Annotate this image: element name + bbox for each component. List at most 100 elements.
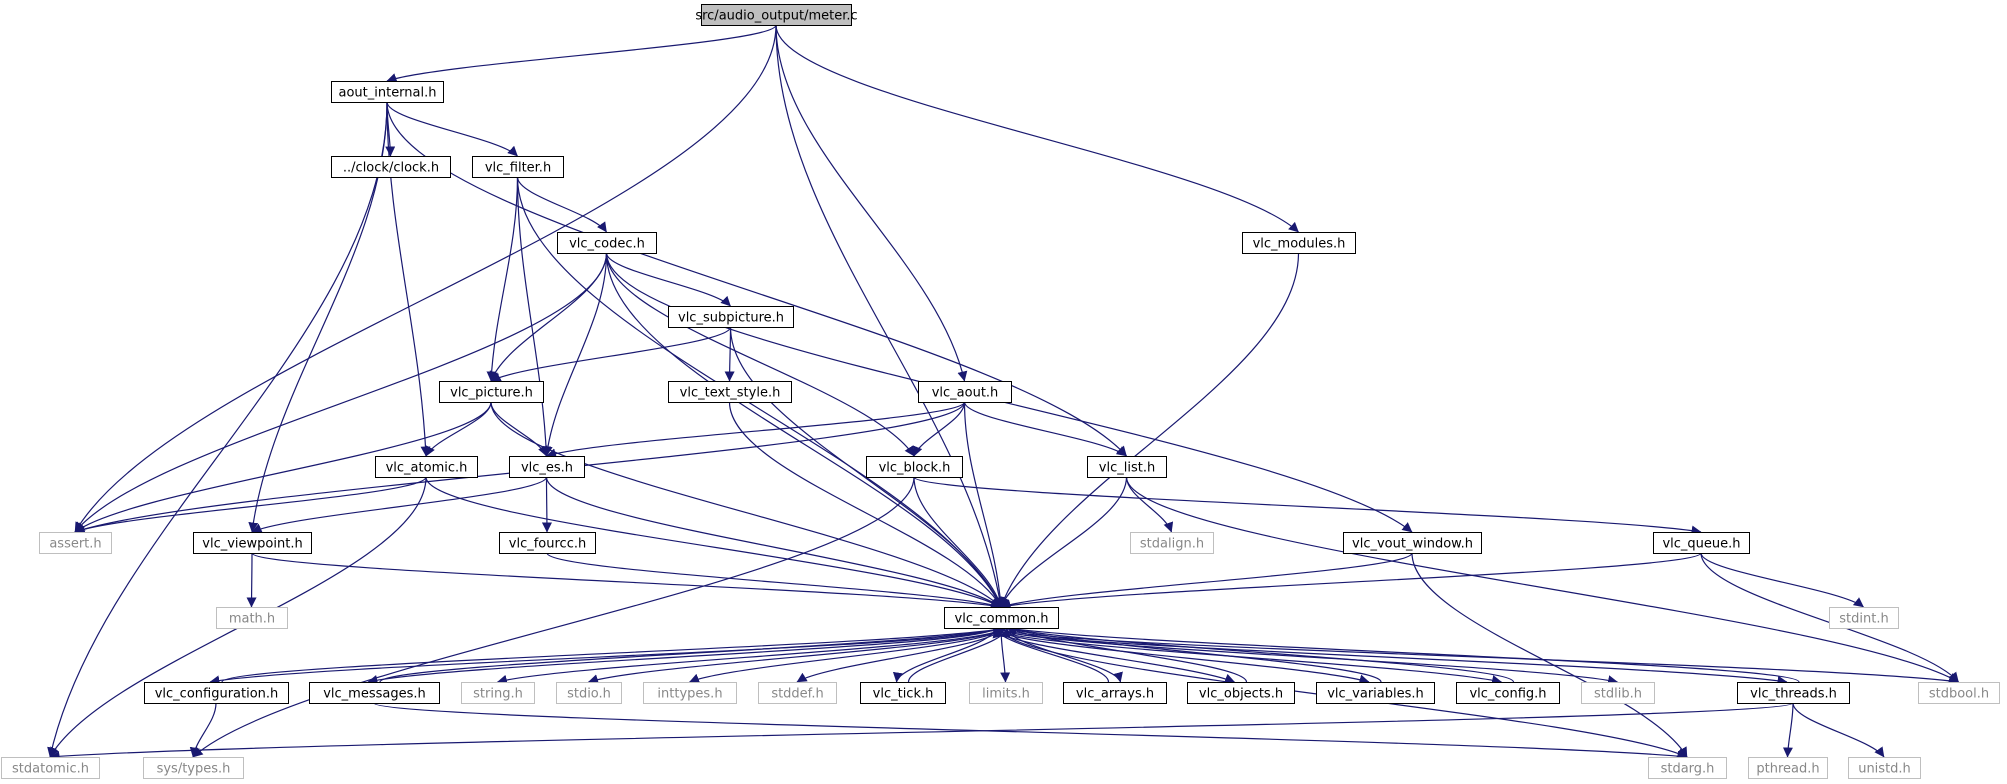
- node-vlc-picture[interactable]: vlc_picture.h: [439, 381, 544, 403]
- node-vlc-variables[interactable]: vlc_variables.h: [1316, 682, 1435, 704]
- node-label: stdalign.h: [1140, 537, 1204, 552]
- node-vlc-config[interactable]: vlc_config.h: [1456, 682, 1560, 704]
- node-vlc-threads[interactable]: vlc_threads.h: [1737, 682, 1850, 704]
- edge-vlc_codec-to-assert: [74, 252, 608, 533]
- node-vlc-fourcc[interactable]: vlc_fourcc.h: [499, 532, 596, 554]
- node-box: [472, 156, 564, 178]
- node-vlc-common[interactable]: vlc_common.h: [944, 607, 1059, 629]
- node-label: stdlib.h: [1594, 687, 1642, 702]
- node-aout-internal[interactable]: aout_internal.h: [331, 81, 444, 103]
- node-vlc-vout-window[interactable]: vlc_vout_window.h: [1343, 532, 1482, 554]
- node-vlc-subpicture[interactable]: vlc_subpicture.h: [668, 306, 794, 328]
- node-box: [331, 81, 444, 103]
- edge-vlc_threads-to-stdatomic: [49, 702, 1794, 762]
- node-assert: assert.h: [39, 532, 112, 554]
- edge-vlc_list-to-stdbool: [1125, 476, 1959, 683]
- node-box: [1, 757, 100, 779]
- node-box: [331, 156, 451, 178]
- node-vlc-viewpoint[interactable]: vlc_viewpoint.h: [193, 532, 312, 554]
- node-box: [461, 682, 535, 704]
- node-label: stddef.h: [771, 687, 823, 702]
- edge-vlc_list-to-stdalign: [1125, 476, 1174, 533]
- node-label: stdarg.h: [1661, 762, 1715, 777]
- node-stdalign: stdalign.h: [1130, 532, 1214, 554]
- edge-meter_c-to-vlc_aout: [775, 24, 968, 382]
- node-stddef: stddef.h: [758, 682, 837, 704]
- node-vlc-queue[interactable]: vlc_queue.h: [1653, 532, 1750, 554]
- edge-vlc_threads-to-pthread: [1782, 702, 1794, 758]
- node-stdint: stdint.h: [1829, 607, 1899, 629]
- node-box: [375, 456, 478, 478]
- edge-meter_c-to-aout_internal: [386, 24, 777, 83]
- edge-meter_c-to-vlc_common: [775, 24, 1005, 608]
- node-label: vlc_subpicture.h: [678, 311, 784, 326]
- node-inttypes: inttypes.h: [643, 682, 737, 704]
- node-vlc-text-style[interactable]: vlc_text_style.h: [668, 381, 792, 403]
- edge-aout_internal-to-vlc_atomic: [386, 101, 431, 457]
- node-clock[interactable]: ../clock/clock.h: [331, 156, 451, 178]
- node-vlc-block[interactable]: vlc_block.h: [866, 456, 963, 478]
- node-label: limits.h: [982, 687, 1030, 702]
- edge-vlc_filter-to-vlc_codec: [516, 176, 607, 233]
- node-box: [309, 682, 440, 704]
- node-box: [1316, 682, 1435, 704]
- edge-vlc_vout_window-to-stdarg: [1411, 552, 1688, 758]
- edge-vlc_common-to-vlc_tick: [892, 627, 996, 683]
- edge-vlc_block-to-sys_types: [192, 476, 915, 758]
- edge-vlc_codec-to-vlc_es: [542, 252, 608, 457]
- edge-vlc_common-to-stdarg: [1000, 627, 1688, 758]
- node-box: [866, 456, 963, 478]
- node-vlc-list[interactable]: vlc_list.h: [1087, 456, 1167, 478]
- edge-vlc_picture-to-vlc_common: [490, 401, 1002, 608]
- node-box: [944, 607, 1059, 629]
- node-vlc-modules[interactable]: vlc_modules.h: [1242, 232, 1356, 254]
- node-vlc-tick[interactable]: vlc_tick.h: [860, 682, 946, 704]
- node-vlc-arrays[interactable]: vlc_arrays.h: [1063, 682, 1167, 704]
- node-label: string.h: [473, 687, 523, 702]
- edge-vlc_text_style-to-vlc_common: [728, 401, 1002, 608]
- edge-vlc_fourcc-to-vlc_common: [546, 552, 1002, 610]
- node-label: stdbool.h: [1929, 687, 1989, 702]
- node-box: [216, 607, 288, 629]
- edge-vlc_block-to-vlc_common: [913, 476, 1004, 608]
- node-vlc-es[interactable]: vlc_es.h: [509, 456, 585, 478]
- edge-vlc_queue-to-vlc_common: [1000, 552, 1702, 611]
- node-box: [557, 232, 657, 254]
- edge-vlc_arrays-to-vlc_common: [992, 627, 1110, 683]
- node-vlc-configuration[interactable]: vlc_configuration.h: [144, 682, 289, 704]
- edge-vlc_viewpoint-to-math: [246, 552, 257, 608]
- edge-vlc_threads-to-unistd: [1792, 702, 1885, 758]
- node-label: vlc_text_style.h: [680, 386, 781, 401]
- edge-vlc_tick-to-vlc_common: [907, 627, 1011, 683]
- node-meter-c[interactable]: src/audio_output/meter.c: [695, 4, 858, 26]
- edge-vlc_modules-to-vlc_common: [999, 252, 1300, 608]
- node-box: [509, 456, 585, 478]
- node-vlc-atomic[interactable]: vlc_atomic.h: [375, 456, 478, 478]
- node-vlc-messages[interactable]: vlc_messages.h: [309, 682, 440, 704]
- node-label: sys/types.h: [157, 762, 231, 777]
- edge-vlc_codec-to-vlc_common: [605, 252, 1002, 608]
- node-label: inttypes.h: [657, 687, 722, 702]
- edge-vlc_es-to-vlc_common: [545, 476, 1002, 608]
- edge-vlc_aout-to-vlc_list: [963, 401, 1127, 457]
- node-label: vlc_block.h: [879, 461, 951, 476]
- node-label: stdio.h: [567, 687, 611, 702]
- node-vlc-codec[interactable]: vlc_codec.h: [557, 232, 657, 254]
- edge-vlc_variables-to-vlc_common: [1006, 625, 1382, 683]
- node-vlc-objects[interactable]: vlc_objects.h: [1187, 682, 1295, 704]
- edge-vlc_filter-to-vlc_es: [516, 176, 552, 457]
- edge-vlc_messages-to-stdarg: [373, 702, 1688, 762]
- node-label: src/audio_output/meter.c: [695, 9, 857, 24]
- node-label: vlc_threads.h: [1750, 687, 1837, 702]
- node-label: vlc_filter.h: [485, 161, 551, 176]
- node-label: assert.h: [49, 537, 101, 552]
- edge-aout_internal-to-vlc_list: [386, 101, 1127, 457]
- node-vlc-aout[interactable]: vlc_aout.h: [918, 381, 1012, 403]
- node-box: [143, 757, 244, 779]
- edge-vlc_common-to-vlc_threads: [994, 627, 1788, 686]
- node-math: math.h: [216, 607, 288, 629]
- node-vlc-filter[interactable]: vlc_filter.h: [472, 156, 564, 178]
- edge-meter_c-to-assert: [74, 24, 777, 533]
- node-label: stdatomic.h: [12, 762, 89, 777]
